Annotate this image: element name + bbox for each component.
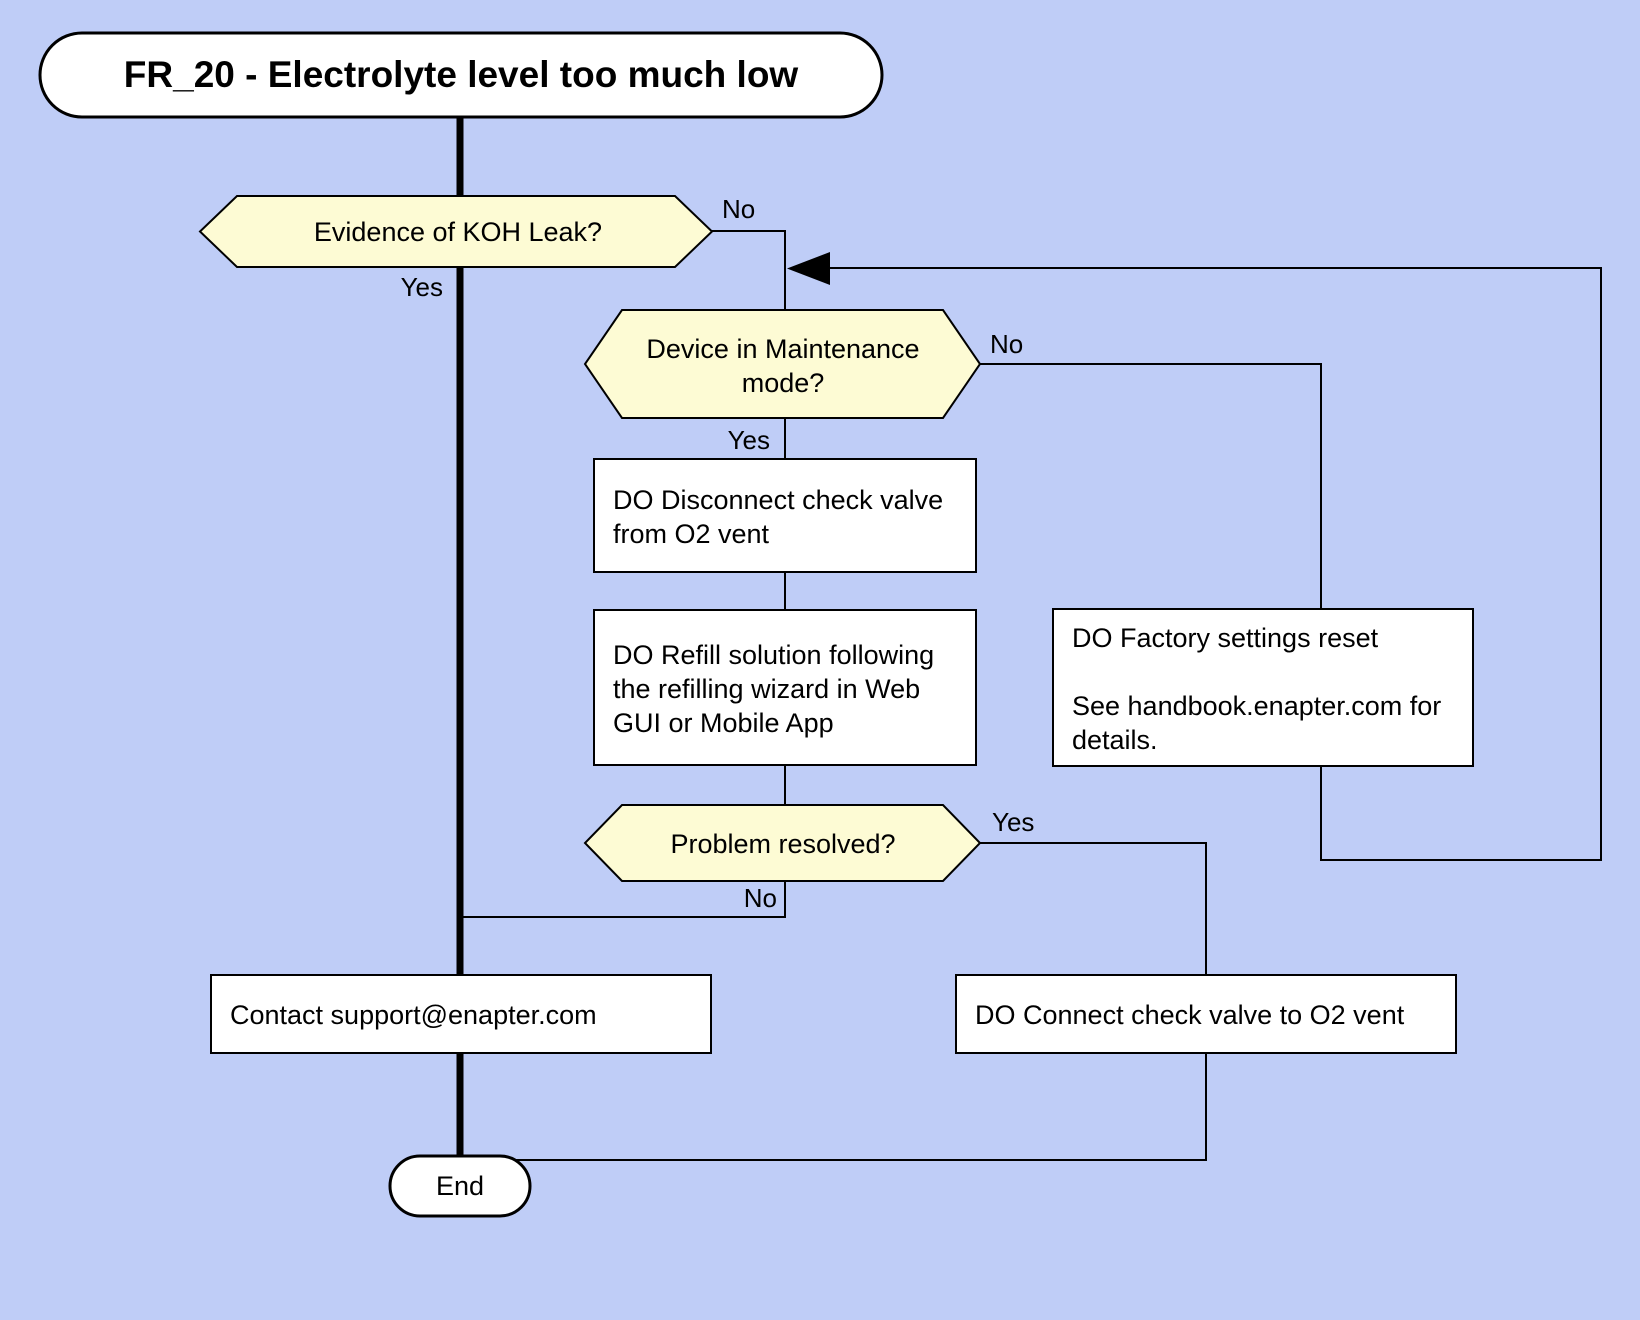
- maintenance-mode-label-line1: Device in Maintenance: [646, 334, 919, 364]
- node-end[interactable]: End: [388, 1154, 532, 1218]
- edge-koh-no: [712, 230, 786, 310]
- node-factory-reset[interactable]: DO Factory settings reset See handbook.e…: [1052, 608, 1474, 767]
- node-problem-resolved-decision[interactable]: Problem resolved?: [583, 804, 982, 882]
- factory-reset-box-shape: [1052, 608, 1474, 767]
- end-terminator-shape: [388, 1154, 532, 1218]
- edge-maintenance-no: [980, 363, 1322, 609]
- contact-support-box-shape: [210, 974, 712, 1054]
- edge-connect-valve-merge: [462, 1053, 1207, 1161]
- node-koh-leak-decision[interactable]: Evidence of KOH Leak?: [198, 195, 714, 268]
- node-refill-solution[interactable]: DO Refill solution following the refilli…: [593, 609, 977, 766]
- node-maintenance-mode-decision[interactable]: Device in Maintenance mode?: [583, 309, 982, 419]
- factory-reset-label-line1: DO Factory settings reset: [1072, 623, 1379, 653]
- connect-valve-box-shape: [955, 974, 1457, 1054]
- edge-factory-loop-back: [830, 267, 1602, 861]
- edge-resolved-yes: [980, 842, 1207, 975]
- edge-resolved-no: [462, 877, 786, 918]
- node-start[interactable]: FR_20 - Electrolyte level too much low: [38, 31, 884, 119]
- contact-support-label: Contact support@enapter.com: [230, 1000, 597, 1030]
- maintenance-mode-label-line2: mode?: [742, 368, 825, 398]
- disconnect-valve-label-line1: DO Disconnect check valve: [613, 485, 943, 515]
- maintenance-mode-hexagon-shape: [583, 309, 982, 419]
- koh-leak-label: Evidence of KOH Leak?: [314, 217, 602, 247]
- node-connect-valve[interactable]: DO Connect check valve to O2 vent: [955, 974, 1457, 1054]
- refill-solution-label-line2: the refilling wizard in Web: [613, 674, 920, 704]
- disconnect-valve-label-line2: from O2 vent: [613, 519, 770, 549]
- refill-solution-box-shape: [593, 609, 977, 766]
- factory-reset-label-line3: details.: [1072, 725, 1158, 755]
- factory-reset-label-line2: See handbook.enapter.com for: [1072, 691, 1441, 721]
- problem-resolved-label: Problem resolved?: [670, 829, 895, 859]
- connect-valve-label: DO Connect check valve to O2 vent: [975, 1000, 1405, 1030]
- arrow-head-loop-back: [787, 252, 830, 285]
- edge-label-resolved-no: No: [744, 883, 777, 913]
- koh-leak-hexagon-shape: [198, 195, 714, 268]
- page-title: FR_20 - Electrolyte level too much low: [124, 54, 799, 95]
- edge-label-koh-yes: Yes: [401, 272, 443, 302]
- edge-label-maintenance-no: No: [990, 329, 1023, 359]
- start-terminator-shape: [38, 31, 884, 119]
- edge-label-resolved-yes: Yes: [992, 807, 1034, 837]
- disconnect-valve-box-shape: [593, 458, 977, 573]
- node-disconnect-valve[interactable]: DO Disconnect check valve from O2 vent: [593, 458, 977, 573]
- problem-resolved-hexagon-shape: [583, 804, 982, 882]
- refill-solution-label-line3: GUI or Mobile App: [613, 708, 834, 738]
- edge-label-koh-no: No: [722, 194, 755, 224]
- end-label: End: [436, 1171, 484, 1201]
- node-contact-support[interactable]: Contact support@enapter.com: [210, 974, 712, 1054]
- refill-solution-label-line1: DO Refill solution following: [613, 640, 934, 670]
- edge-label-maintenance-yes: Yes: [728, 425, 770, 455]
